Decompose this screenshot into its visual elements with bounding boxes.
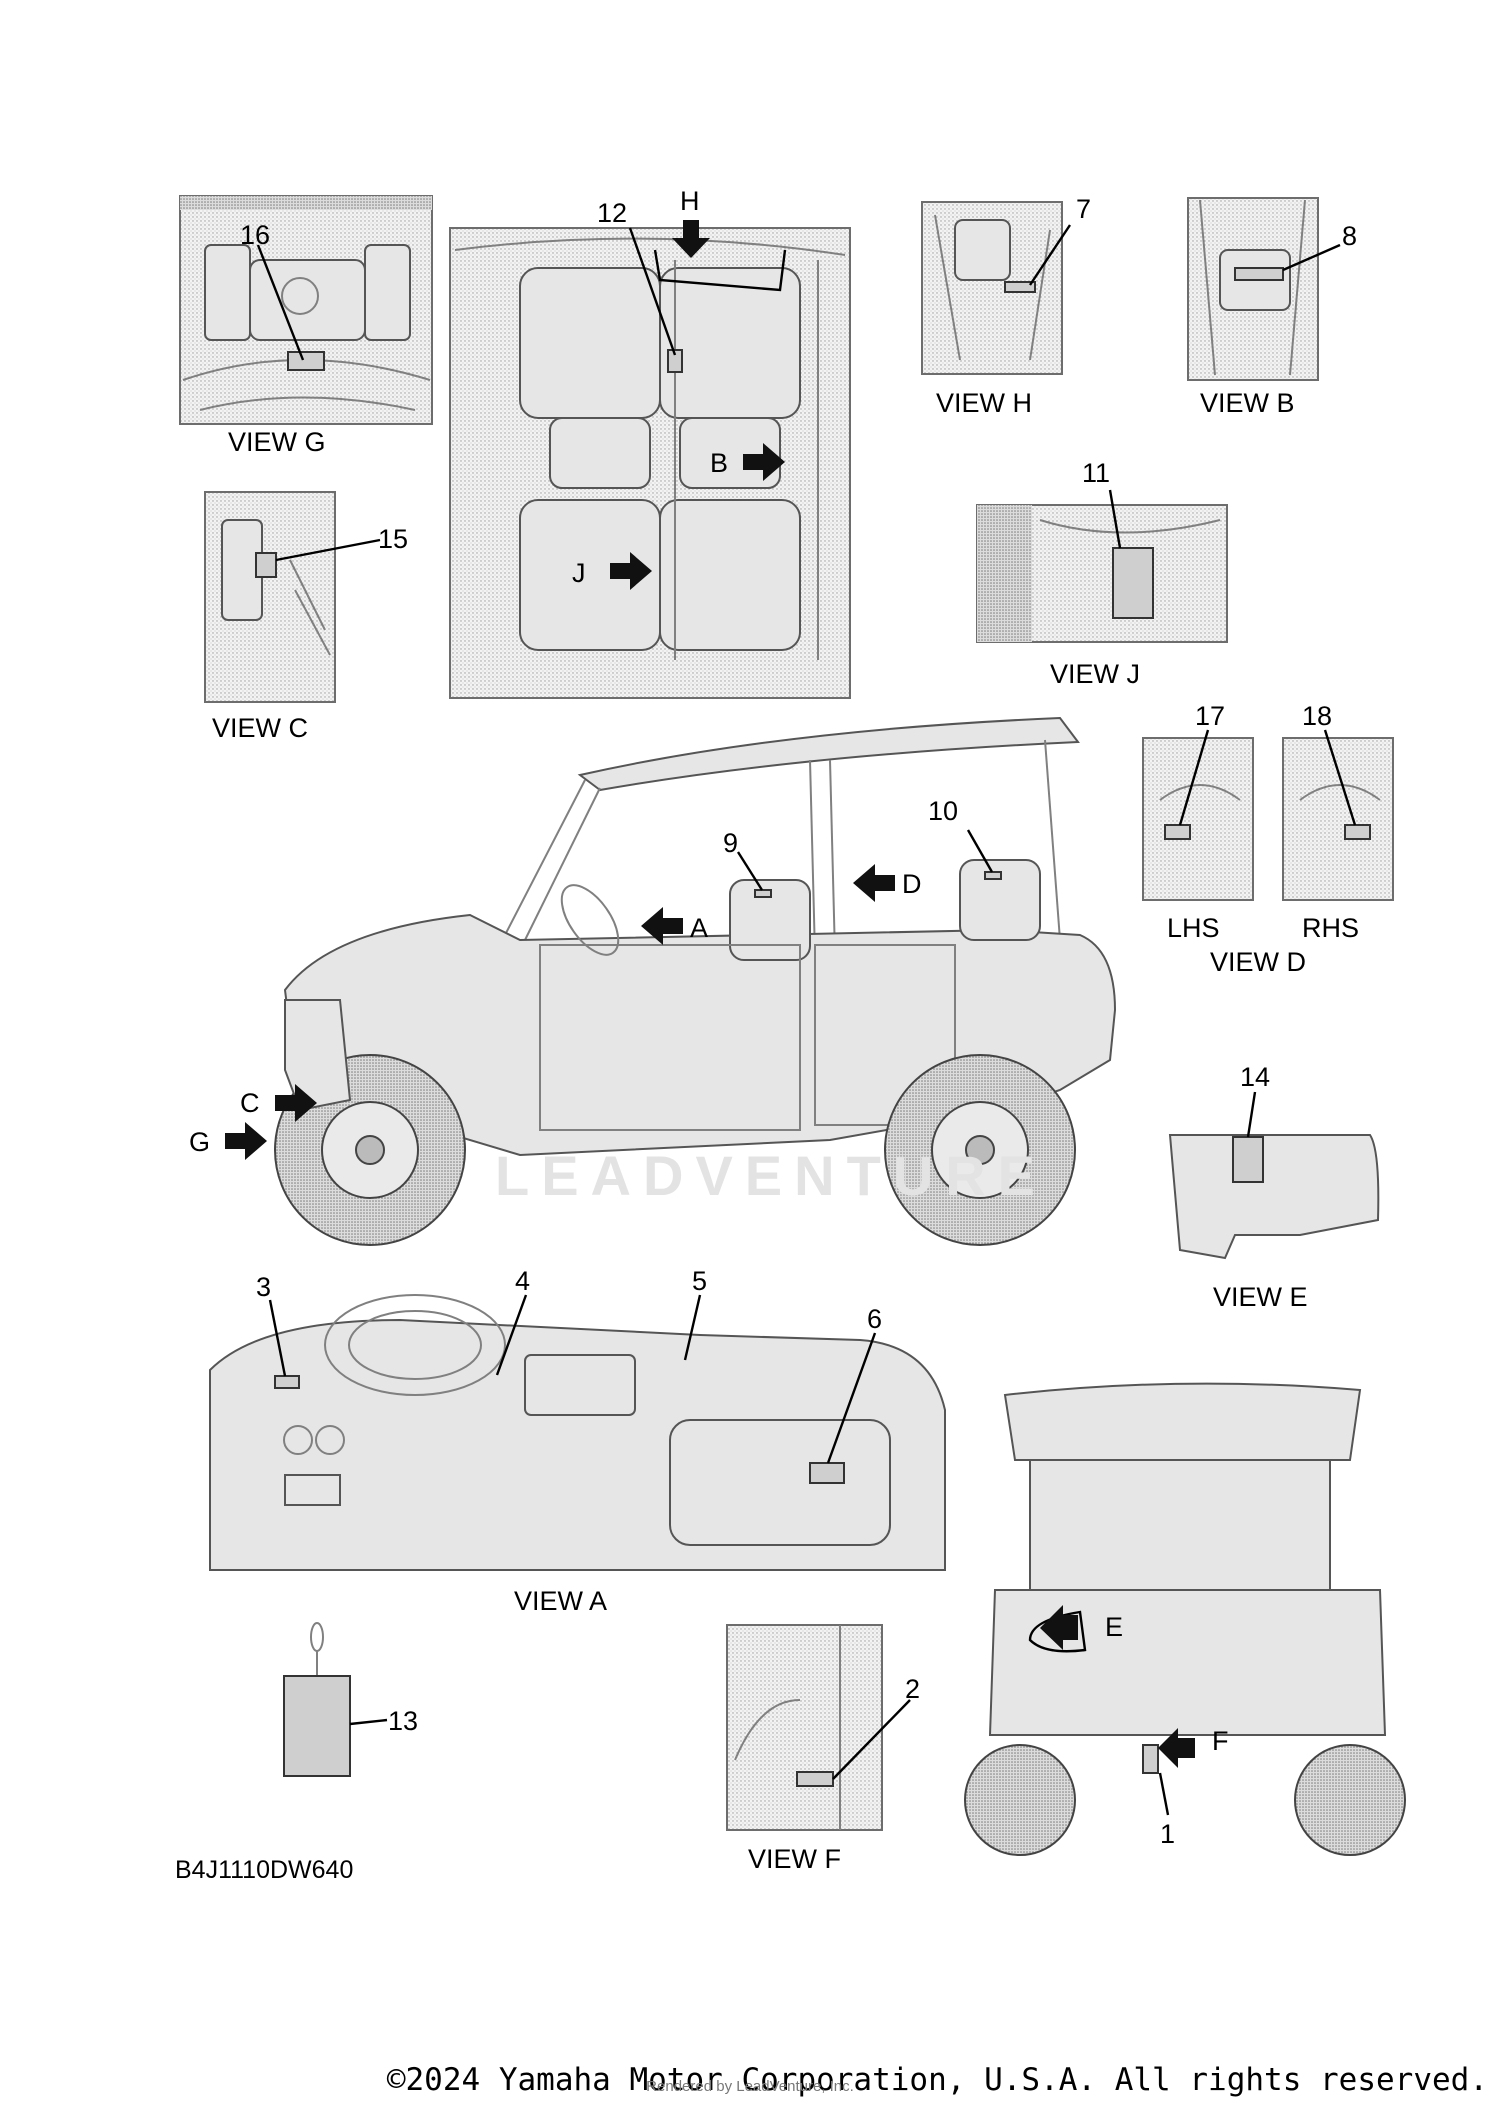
callout-5: 5 [692, 1266, 707, 1296]
callout-1: 1 [1160, 1819, 1175, 1849]
top-view-panel: 12 H B J [449, 186, 851, 699]
callout-7: 7 [1076, 194, 1091, 224]
callout-2: 2 [905, 1674, 920, 1704]
arrow-h-icon [672, 220, 710, 258]
view-b-label: VIEW B [1200, 388, 1295, 418]
arrow-a-label: A [690, 913, 708, 943]
arrow-a-icon [641, 907, 683, 945]
hang-tag-13: 13 [283, 1622, 418, 1777]
callout-9: 9 [723, 828, 738, 858]
arrow-b-icon [743, 443, 785, 481]
callout-15: 15 [378, 524, 408, 554]
arrow-c-icon [275, 1084, 317, 1122]
view-h-panel: 7 VIEW H [921, 194, 1091, 418]
rendered-by-text: Rendered by LeadVenture, Inc. [646, 2078, 854, 2095]
arrow-c-label: C [240, 1088, 260, 1118]
arrow-g-icon [225, 1122, 267, 1160]
arrow-e-label: E [1105, 1612, 1123, 1642]
callout-11: 11 [1082, 458, 1110, 488]
arrow-f-icon [1158, 1728, 1195, 1768]
callout-4: 4 [515, 1266, 530, 1296]
callout-6: 6 [867, 1304, 882, 1334]
view-c-panel: 15 VIEW C [204, 491, 408, 743]
callout-18: 18 [1302, 701, 1332, 731]
vehicle-side-view: 9 10 A D C G LEADVENTURE [189, 716, 1117, 1246]
copyright-notice: ©2024 Yamaha Motor Corporation, U.S.A. A… [386, 2062, 1488, 2098]
arrow-e-icon [1040, 1605, 1078, 1650]
callout-12: 12 [597, 198, 627, 228]
callout-3: 3 [256, 1272, 271, 1302]
watermark-text: LEADVENTURE [495, 1144, 1047, 1207]
view-b-panel: 8 VIEW B [1187, 197, 1357, 418]
arrow-d-label: D [902, 869, 922, 899]
arrow-f-label: F [1212, 1726, 1229, 1756]
drawing-code: B4J1110DW640 [175, 1856, 353, 1884]
callout-16: 16 [240, 220, 270, 250]
view-g-label: VIEW G [228, 427, 326, 457]
view-f-label: VIEW F [748, 1844, 841, 1874]
view-d-rhs-label: RHS [1302, 913, 1359, 943]
rear-view: E F 1 [964, 1382, 1406, 1856]
arrow-j-icon [610, 552, 652, 590]
arrow-g-label: G [189, 1127, 210, 1157]
view-e-panel: 14 VIEW E [1168, 1062, 1380, 1312]
view-g-panel: 16 VIEW G [179, 195, 433, 457]
view-d-panel: 17 18 LHS RHS VIEW D [1142, 701, 1394, 977]
arrow-h-label: H [680, 186, 700, 216]
view-a-label: VIEW A [514, 1586, 607, 1616]
arrow-j-label: J [572, 558, 586, 588]
view-j-label: VIEW J [1050, 659, 1140, 689]
callout-14: 14 [1240, 1062, 1270, 1092]
view-a-panel: 3 4 5 6 VIEW A [209, 1266, 946, 1616]
arrow-d-icon [853, 864, 895, 902]
arrow-b-label: B [710, 448, 728, 478]
callout-10: 10 [928, 796, 958, 826]
callout-8: 8 [1342, 221, 1357, 251]
view-c-label: VIEW C [212, 713, 308, 743]
callout-17: 17 [1195, 701, 1225, 731]
view-e-label: VIEW E [1213, 1282, 1308, 1312]
view-d-label: VIEW D [1210, 947, 1306, 977]
view-h-label: VIEW H [936, 388, 1032, 418]
view-d-lhs-label: LHS [1167, 913, 1220, 943]
view-f-panel: 2 VIEW F [726, 1624, 920, 1874]
view-j-panel: 11 VIEW J [976, 458, 1228, 689]
callout-13: 13 [388, 1706, 418, 1736]
